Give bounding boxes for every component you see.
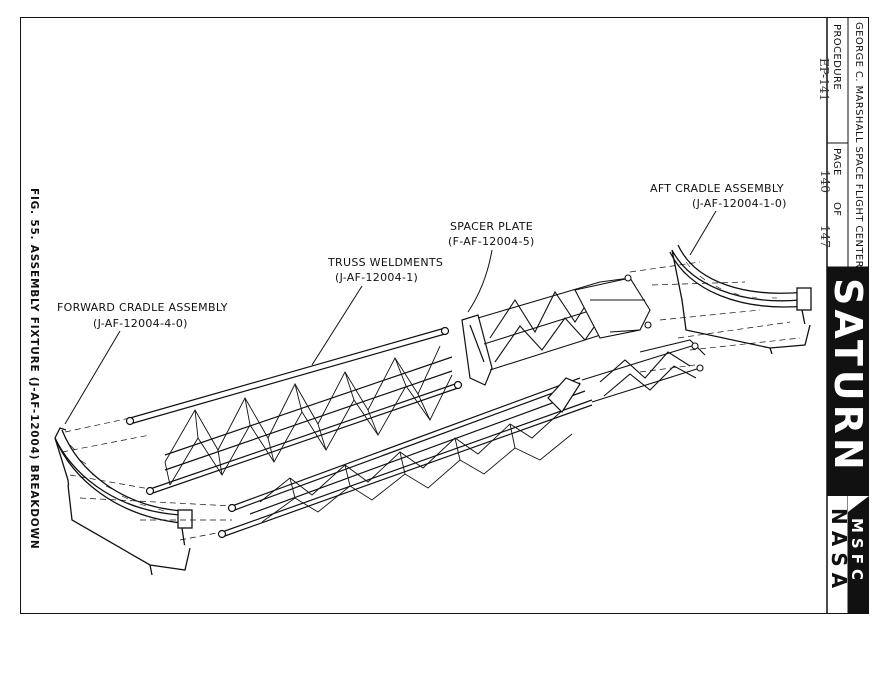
saturn-logo: SATURN bbox=[826, 278, 870, 474]
svg-text:SPACER PLATE: SPACER PLATE bbox=[450, 220, 533, 233]
callout-aft-cradle: AFT CRADLE ASSEMBLY (J-AF-12004-1-0) bbox=[650, 182, 787, 256]
svg-text:(J-AF-12004-1): (J-AF-12004-1) bbox=[335, 271, 418, 284]
page-value: 140 bbox=[818, 170, 832, 193]
lower-short-truss bbox=[581, 339, 706, 403]
nasa-logo: NASA bbox=[827, 508, 851, 594]
figure-caption: FIG. 55. ASSEMBLY FIXTURE (J-AF-12004) B… bbox=[28, 188, 40, 549]
svg-text:(J-AF-12004-1-0): (J-AF-12004-1-0) bbox=[692, 197, 787, 210]
callout-spacer-plate: SPACER PLATE (F-AF-12004-5) bbox=[448, 220, 535, 313]
procedure-label: PROCEDURE bbox=[831, 24, 842, 90]
svg-text:(F-AF-12004-5): (F-AF-12004-5) bbox=[448, 235, 535, 248]
of-value: 147 bbox=[818, 225, 832, 248]
center-name: GEORGE C. MARSHALL SPACE FLIGHT CENTER bbox=[853, 22, 864, 268]
upper-truss bbox=[125, 326, 463, 496]
svg-text:TRUSS WELDMENTS: TRUSS WELDMENTS bbox=[327, 256, 443, 269]
msfc-band bbox=[848, 496, 869, 614]
of-label: OF bbox=[831, 202, 842, 216]
aft-cradle bbox=[669, 244, 812, 355]
forward-cradle bbox=[54, 427, 193, 576]
callout-forward-cradle: FORWARD CRADLE ASSEMBLY (J-AF-12004-4-0) bbox=[57, 301, 228, 425]
saturn-band bbox=[827, 267, 869, 496]
procedure-value: EP-141 bbox=[817, 58, 831, 101]
upper-short-truss bbox=[477, 274, 652, 371]
svg-text:FORWARD CRADLE ASSEMBLY: FORWARD CRADLE ASSEMBLY bbox=[57, 301, 228, 314]
msfc-logo: MSFC bbox=[848, 518, 866, 585]
callout-truss-weldments: TRUSS WELDMENTS (J-AF-12004-1) bbox=[311, 256, 443, 366]
spacer-plate bbox=[461, 314, 493, 386]
lower-truss bbox=[217, 377, 593, 539]
svg-text:(J-AF-12004-4-0): (J-AF-12004-4-0) bbox=[93, 317, 188, 330]
assembly-lines bbox=[61, 261, 801, 541]
page-label: PAGE bbox=[831, 148, 842, 176]
title-block: GEORGE C. MARSHALL SPACE FLIGHT CENTER P… bbox=[817, 17, 870, 614]
svg-text:AFT CRADLE ASSEMBLY: AFT CRADLE ASSEMBLY bbox=[650, 182, 784, 195]
